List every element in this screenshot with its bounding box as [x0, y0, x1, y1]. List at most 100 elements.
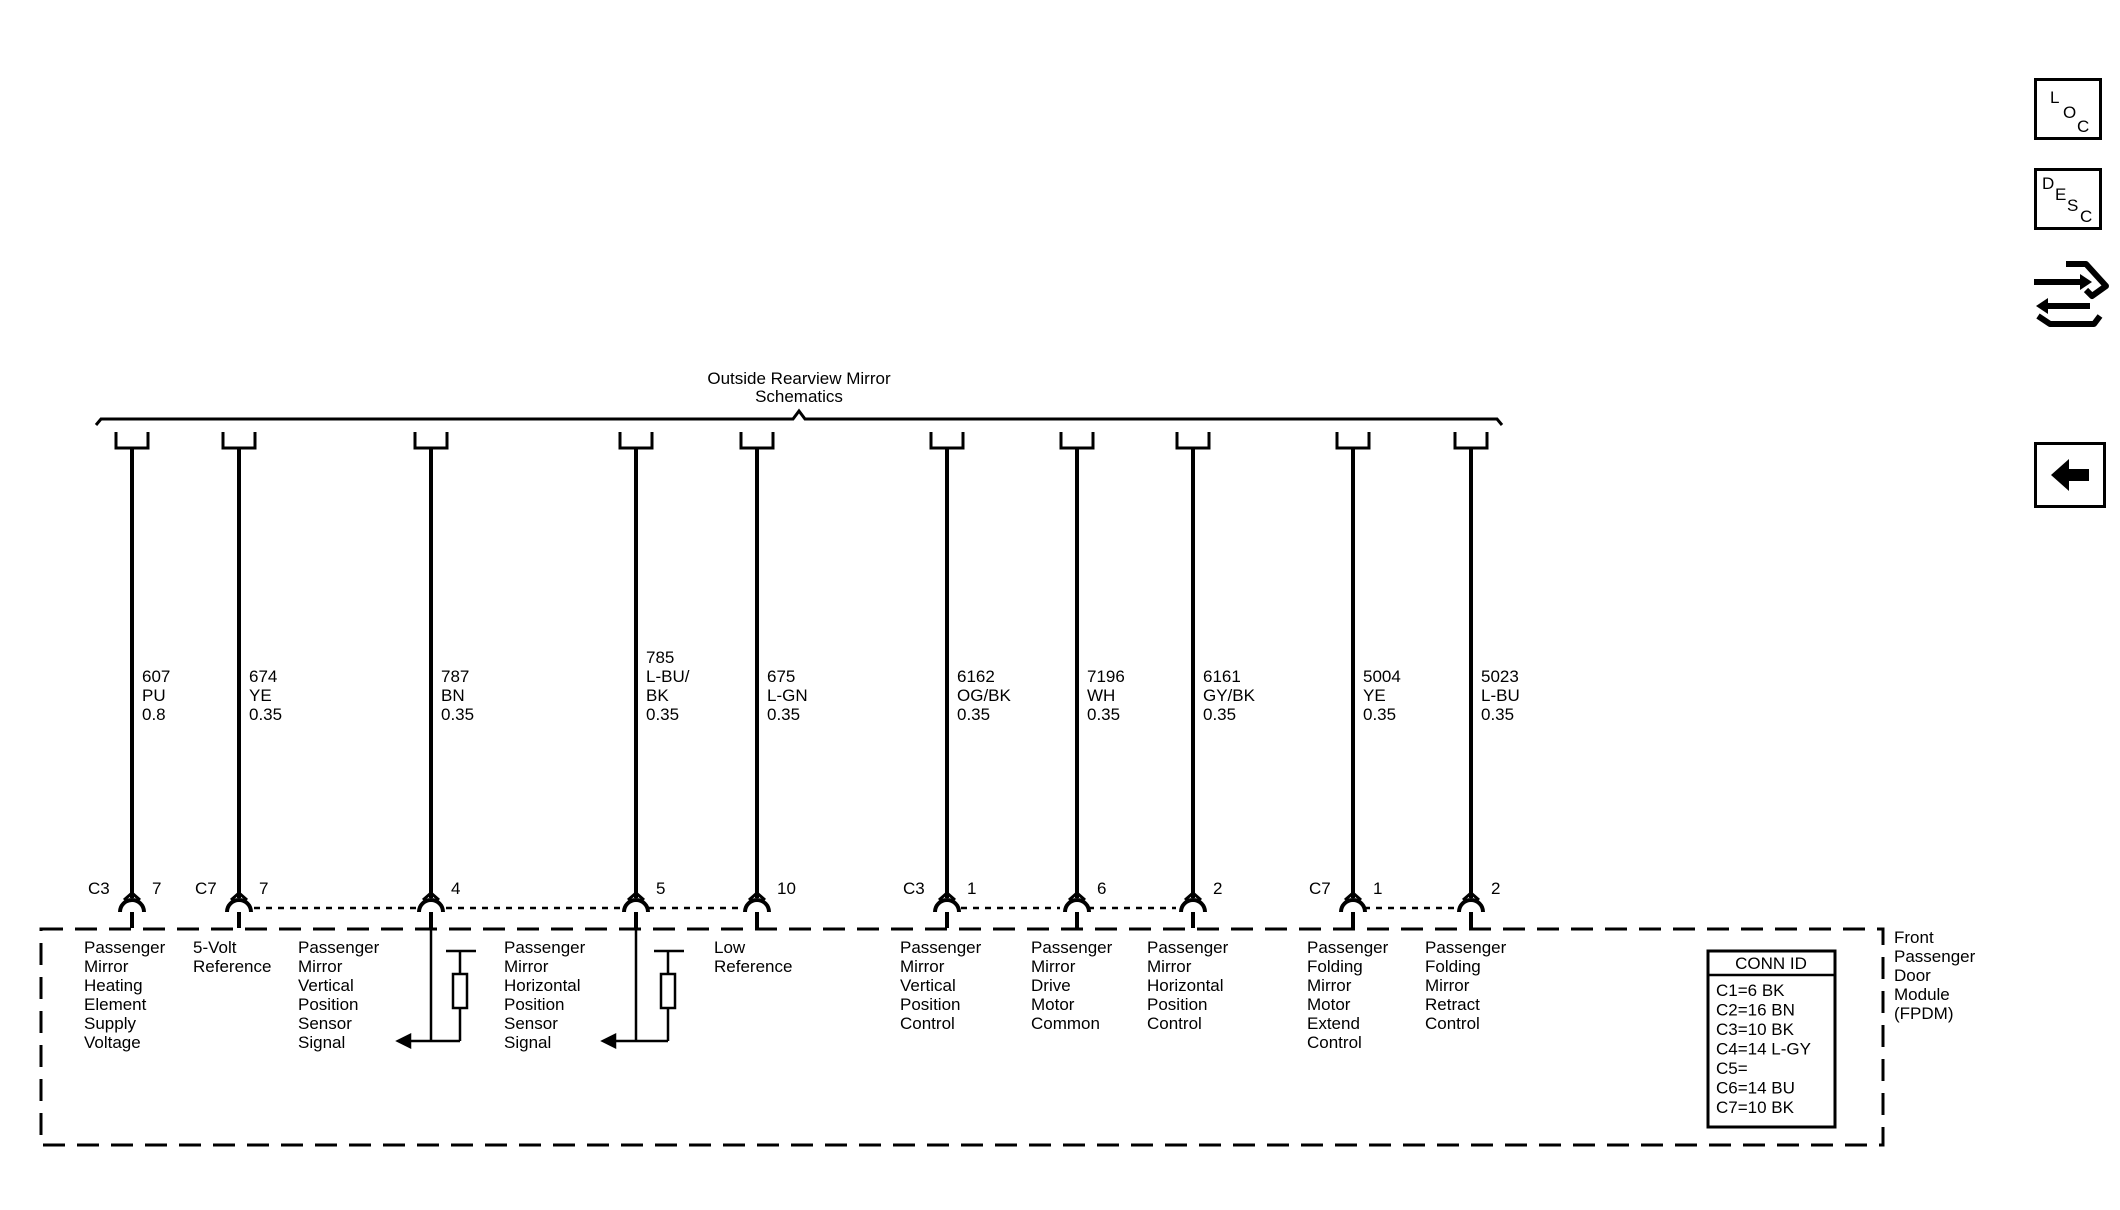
pin-description-line: Retract — [1425, 995, 1480, 1014]
wire-label-line: 0.35 — [441, 705, 474, 724]
wire-label-line: 7196 — [1087, 667, 1125, 686]
pin-description-line: Mirror — [1425, 976, 1470, 995]
pin-arc — [1339, 898, 1367, 913]
pin-description-line: Vertical — [900, 976, 956, 995]
pin-number: 2 — [1491, 879, 1500, 898]
pin-description: PassengerMirrorHeatingElementSupplyVolta… — [84, 938, 166, 1052]
wire-top-terminal — [1453, 432, 1489, 450]
wire-label-line: 0.35 — [1087, 705, 1120, 724]
pin-description-line: Motor — [1307, 995, 1351, 1014]
svg-text:Passenger: Passenger — [1894, 947, 1976, 966]
power-transfer-button[interactable] — [2030, 252, 2112, 334]
conn-id-title: CONN ID — [1735, 954, 1807, 973]
wire-label-line: BN — [441, 686, 465, 705]
wire-label-line: 0.35 — [646, 705, 679, 724]
wire-top-terminal — [1175, 432, 1211, 450]
desc-letter-s: S — [2067, 196, 2079, 215]
power-transfer-icon — [2034, 261, 2109, 327]
pin-arc — [933, 898, 961, 913]
pin-description-line: Control — [1147, 1014, 1202, 1033]
conn-id-row: C5= — [1716, 1059, 1748, 1078]
pin-description-line: Folding — [1307, 957, 1363, 976]
wire-label-line: 6161 — [1203, 667, 1241, 686]
wire-label-line: 0.35 — [957, 705, 990, 724]
pin-chevron — [938, 891, 956, 902]
pin-description-line: Passenger — [1031, 938, 1113, 957]
pin-chevron — [1344, 891, 1362, 902]
location-button[interactable]: L O C — [2034, 78, 2102, 140]
pin-description-line: Position — [900, 995, 960, 1014]
pin-description-line: Mirror — [1147, 957, 1192, 976]
wire-label-line: 0.35 — [1363, 705, 1396, 724]
pin-number: 4 — [451, 879, 460, 898]
desc-letter-c: C — [2080, 207, 2093, 226]
pin-description-line: Passenger — [298, 938, 380, 957]
desc-letter-d: D — [2042, 174, 2055, 193]
pin-description-line: Control — [1307, 1033, 1362, 1052]
wire-label-line: 675 — [767, 667, 795, 686]
pin-description-line: Mirror — [298, 957, 343, 976]
pin-arc — [1179, 898, 1207, 913]
conn-id-row: C1=6 BK — [1716, 981, 1785, 1000]
horizontal-position-sensor-symbol — [600, 928, 684, 1050]
pin-description-line: 5-Volt — [193, 938, 237, 957]
pin-number: 7 — [152, 879, 161, 898]
desc-letter-e: E — [2055, 185, 2067, 204]
wire-label-line: YE — [1363, 686, 1386, 705]
pin-number: 2 — [1213, 879, 1222, 898]
pin-description-line: Vertical — [298, 976, 354, 995]
svg-text:Door: Door — [1894, 966, 1931, 985]
wire-label-line: 0.35 — [1203, 705, 1236, 724]
pin-description-line: Horizontal — [1147, 976, 1224, 995]
pin-description-line: Supply — [84, 1014, 136, 1033]
schematic-bracket — [94, 408, 1504, 426]
pin-number: 5 — [656, 879, 665, 898]
schematic-ref-line-1[interactable]: Outside Rearview Mirror — [707, 369, 891, 388]
wire-top-terminal — [413, 432, 449, 450]
connector-id: C7 — [195, 879, 217, 898]
pin-description-line: Common — [1031, 1014, 1100, 1033]
back-button[interactable] — [2034, 442, 2106, 508]
wire-787: 787BN0.354PassengerMirrorVerticalPositio… — [298, 432, 474, 1052]
pin-arc — [225, 898, 253, 913]
pin-description-line: Mirror — [504, 957, 549, 976]
pin-arc — [1457, 898, 1485, 913]
loc-letter-c: C — [2077, 117, 2090, 136]
wire-label-line: PU — [142, 686, 166, 705]
description-button[interactable]: D E S C — [2034, 168, 2102, 230]
schematic-ref-line-2[interactable]: Schematics — [755, 387, 843, 406]
pin-description-line: Position — [1147, 995, 1207, 1014]
pin-description-line: Motor — [1031, 995, 1075, 1014]
wire-top-terminal — [618, 432, 654, 450]
wire-label-line: 0.35 — [767, 705, 800, 724]
pin-description-line: Passenger — [504, 938, 586, 957]
wire-label-line: L-BU — [1481, 686, 1520, 705]
wire-label-line: GY/BK — [1203, 686, 1256, 705]
pin-chevron — [422, 891, 440, 902]
svg-text:Module: Module — [1894, 985, 1950, 1004]
conn-id-row: C3=10 BK — [1716, 1020, 1795, 1039]
wire-label-line: 5023 — [1481, 667, 1519, 686]
wire-top-terminal — [1335, 432, 1371, 450]
pin-chevron — [627, 891, 645, 902]
pin-description-line: Reference — [193, 957, 271, 976]
pin-description-line: Folding — [1425, 957, 1481, 976]
pin-chevron — [1462, 891, 1480, 902]
wire-label-line: WH — [1087, 686, 1115, 705]
conn-id-row: C2=16 BN — [1716, 1001, 1795, 1020]
pin-arc — [417, 898, 445, 913]
pin-description-line: Sensor — [298, 1014, 352, 1033]
pin-description-line: Passenger — [84, 938, 166, 957]
